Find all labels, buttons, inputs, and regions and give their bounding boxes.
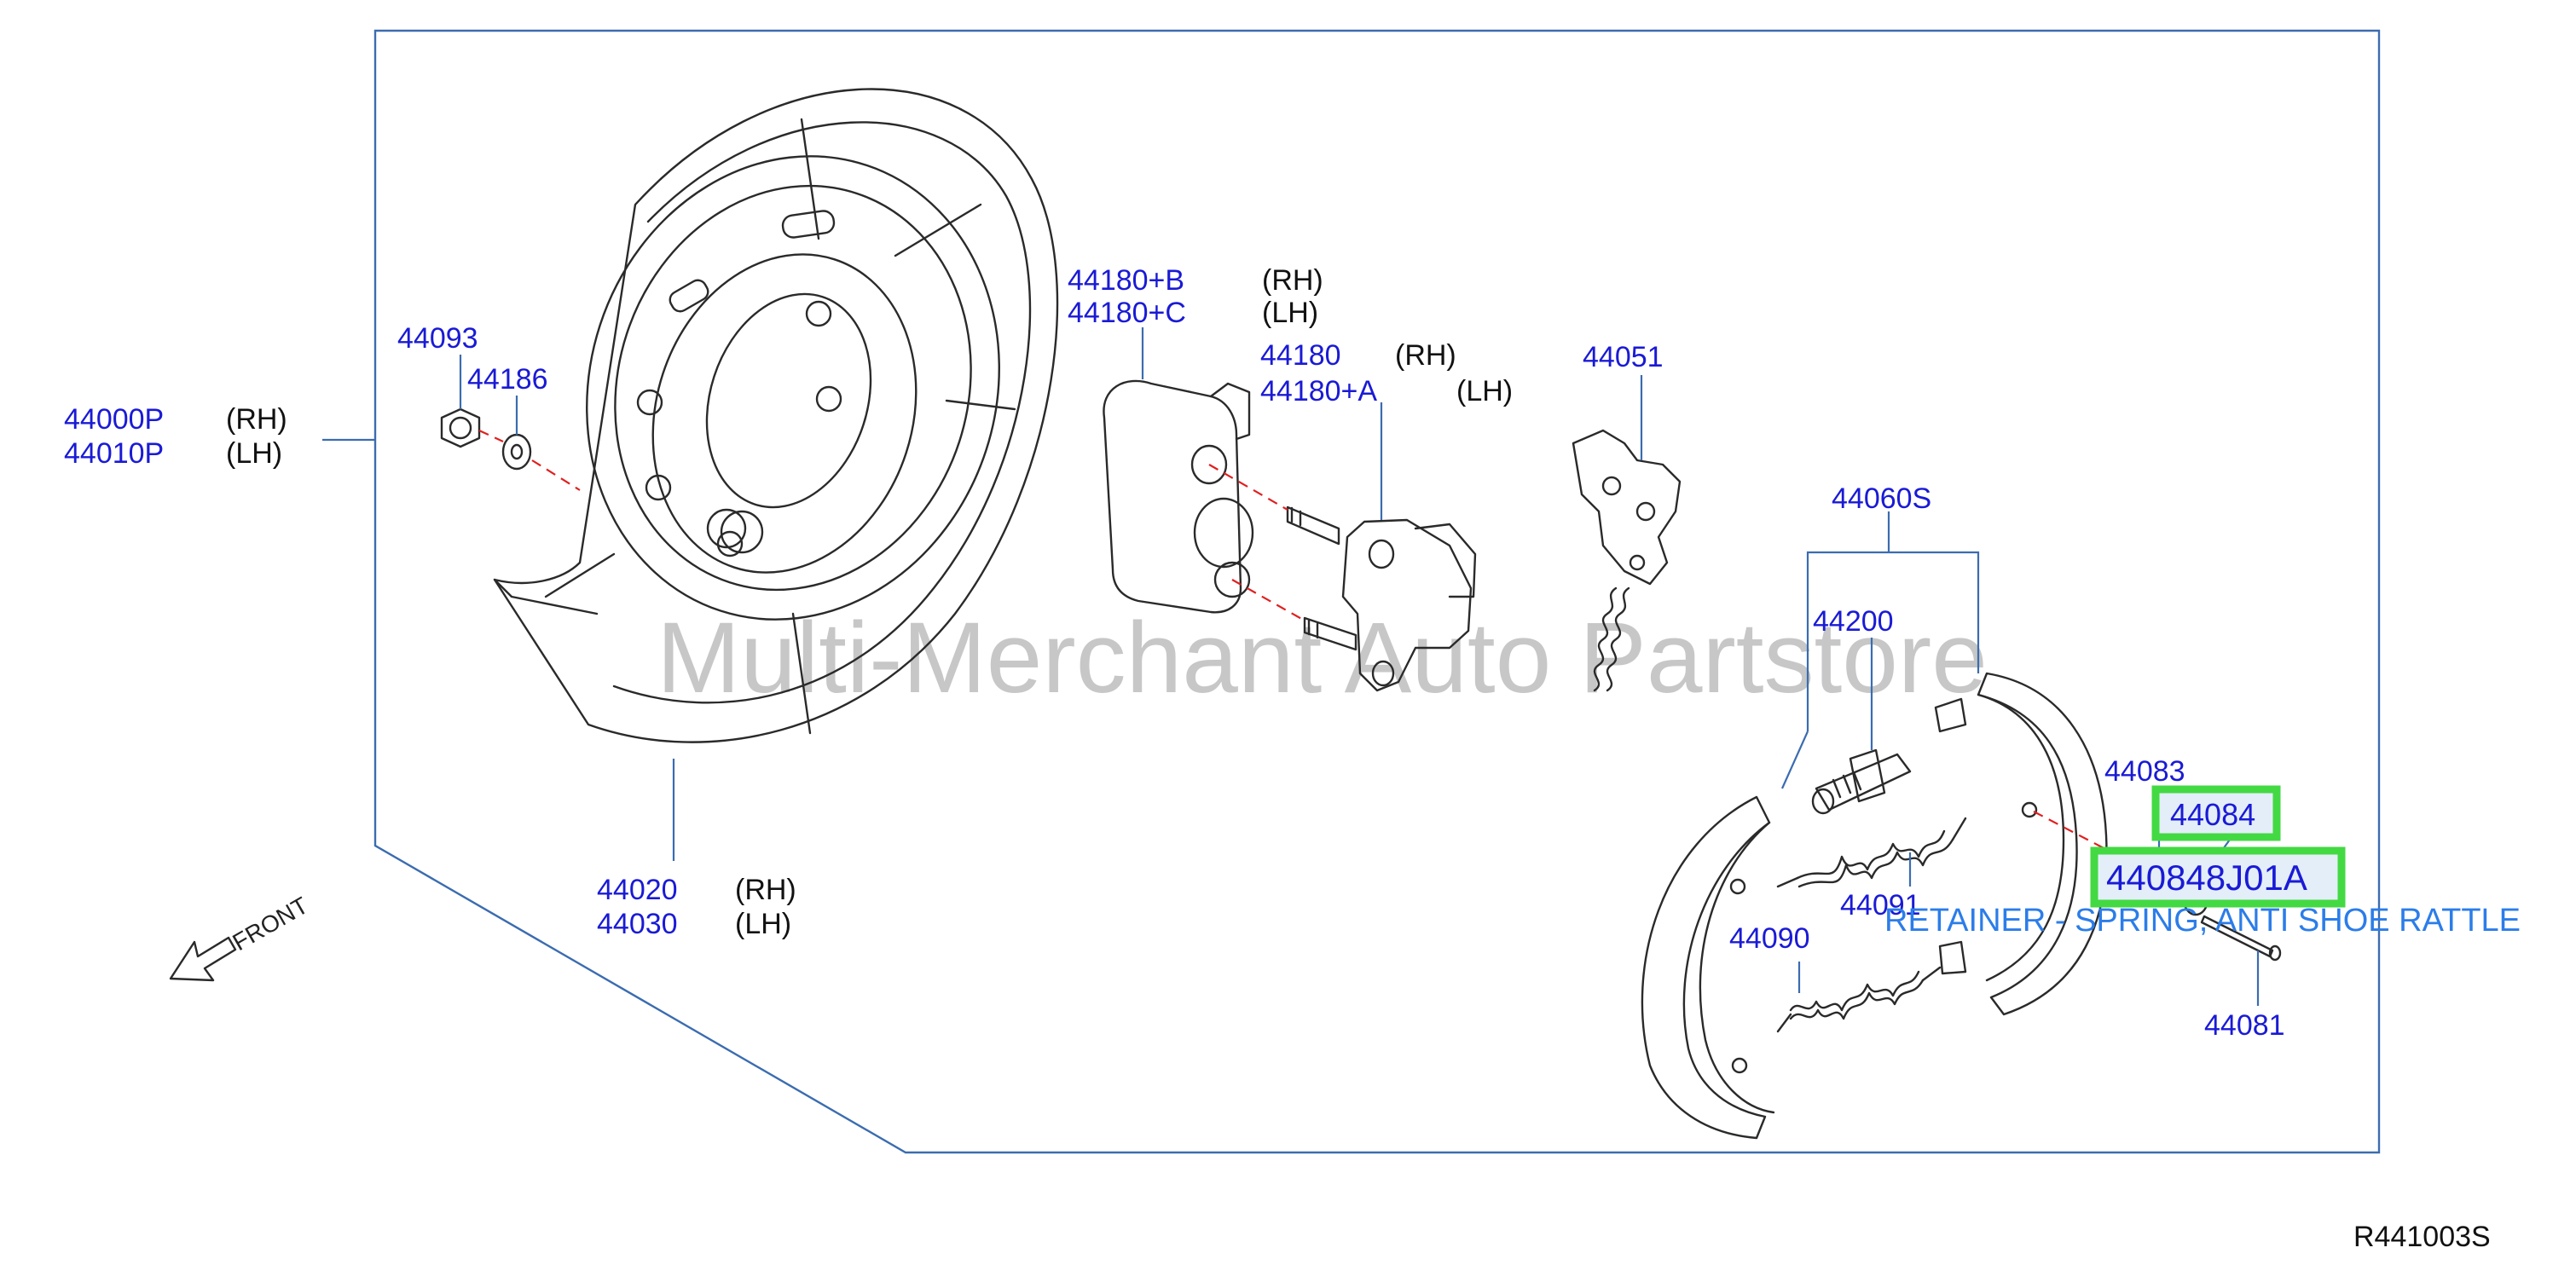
spring-44091-drawing[interactable] xyxy=(1776,817,1967,888)
label-44180a[interactable]: 44180+A xyxy=(1260,375,1377,407)
label-44084[interactable]: 44084 xyxy=(2170,797,2255,832)
nut-44093-drawing[interactable] xyxy=(440,407,481,448)
label-44200[interactable]: 44200 xyxy=(1813,605,1894,638)
watermark: Multi-Merchant Auto Partstore xyxy=(657,602,1988,714)
label-44180b-side: (RH) xyxy=(1262,264,1323,297)
label-44020-side: (RH) xyxy=(735,874,796,906)
front-arrow-icon xyxy=(169,936,237,982)
lever-44051-drawing[interactable] xyxy=(1572,429,1682,692)
bracket-44060s xyxy=(1806,551,1980,731)
adapter-44180b-drawing[interactable] xyxy=(1103,379,1254,614)
label-44010p-side: (LH) xyxy=(226,437,282,470)
label-44060s[interactable]: 44060S xyxy=(1832,482,1931,515)
brake-shoe-left-drawing[interactable] xyxy=(1641,795,1775,1140)
highlight-box-part-number xyxy=(2090,846,2346,908)
diagram-ref-code: R441003S xyxy=(2353,1221,2491,1253)
label-44180[interactable]: 44180 xyxy=(1260,339,1341,372)
label-44000p[interactable]: 44000P xyxy=(64,403,164,436)
label-44180c-side: (LH) xyxy=(1262,297,1318,329)
axis-line-adapter-lower xyxy=(1231,579,1305,621)
assembly-frame xyxy=(373,29,2381,1154)
label-44000p-side: (RH) xyxy=(226,403,287,436)
label-44051[interactable]: 44051 xyxy=(1583,341,1664,373)
adjuster-44200-drawing[interactable] xyxy=(1811,748,1912,815)
label-44180a-side: (LH) xyxy=(1456,375,1513,407)
axis-line-adapter-upper xyxy=(1208,464,1288,511)
label-44030-side: (LH) xyxy=(735,908,791,940)
spring-44090-drawing[interactable] xyxy=(1776,966,1942,1033)
washer-44186-drawing[interactable] xyxy=(501,433,532,471)
label-44081[interactable]: 44081 xyxy=(2204,1009,2285,1042)
label-44090[interactable]: 44090 xyxy=(1729,922,1810,955)
label-44083[interactable]: 44083 xyxy=(2104,755,2185,788)
label-44186[interactable]: 44186 xyxy=(467,363,548,396)
label-44030[interactable]: 44030 xyxy=(597,908,678,940)
axis-line-nut xyxy=(478,430,581,491)
label-44180-side: (RH) xyxy=(1395,339,1456,372)
label-44093[interactable]: 44093 xyxy=(397,322,478,355)
front-label: FRONT xyxy=(229,892,313,956)
leader-shoe-left xyxy=(1780,731,1809,789)
label-44180c[interactable]: 44180+C xyxy=(1068,297,1186,329)
highlight-box-44084 xyxy=(2151,785,2281,841)
label-44091[interactable]: 44091 xyxy=(1840,889,1921,921)
part-number-440848j01a[interactable]: 440848J01A xyxy=(2106,858,2307,898)
part-tooltip: RETAINER - SPRING, ANTI SHOE RATTLE xyxy=(1884,903,2521,939)
label-44180b[interactable]: 44180+B xyxy=(1068,264,1184,297)
bracket-44180-drawing[interactable] xyxy=(1286,505,1477,692)
brake-shoe-right-drawing[interactable] xyxy=(1934,672,2108,1016)
backing-plate-drawing[interactable] xyxy=(493,88,1059,743)
label-44010p[interactable]: 44010P xyxy=(64,437,164,470)
label-44020[interactable]: 44020 xyxy=(597,874,678,906)
